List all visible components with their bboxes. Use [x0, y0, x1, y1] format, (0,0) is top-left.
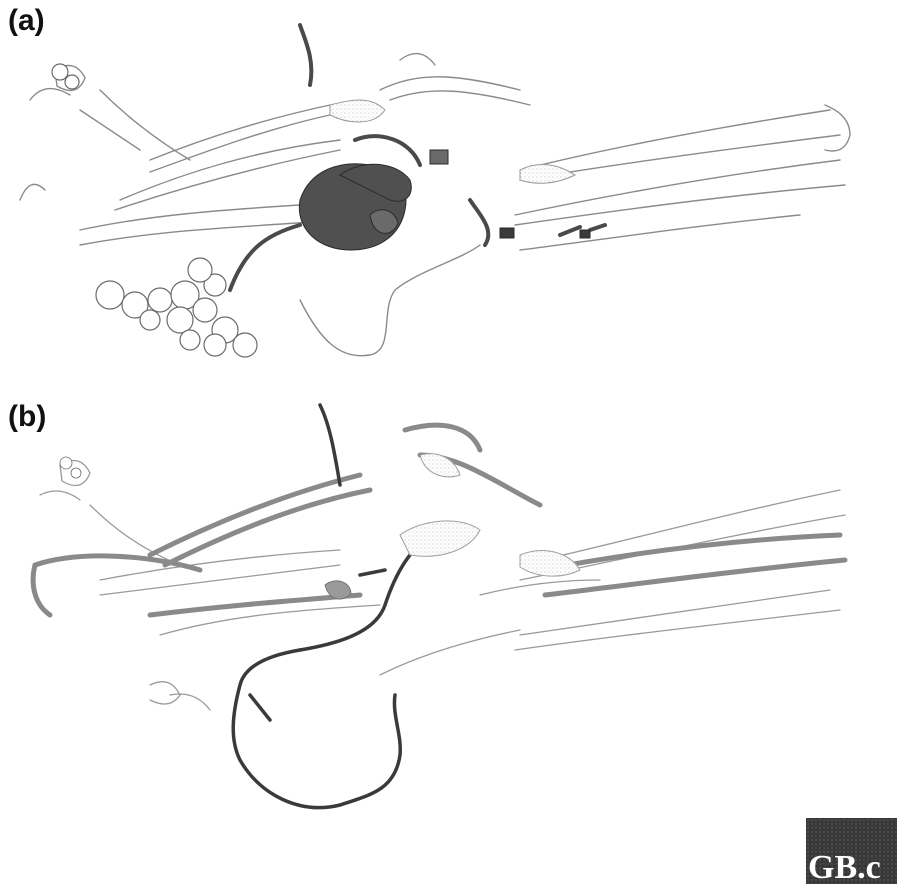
- protein-ribbon-structure-icon: [0, 395, 897, 835]
- logo-icon: GB.c: [806, 818, 897, 884]
- panel-a-structure: [0, 0, 897, 400]
- protein-ribbon-structure-icon: [0, 0, 897, 400]
- panel-b-structure: [0, 395, 897, 835]
- watermark-logo: GB.c: [806, 818, 897, 884]
- watermark-text: GB.c: [808, 849, 881, 884]
